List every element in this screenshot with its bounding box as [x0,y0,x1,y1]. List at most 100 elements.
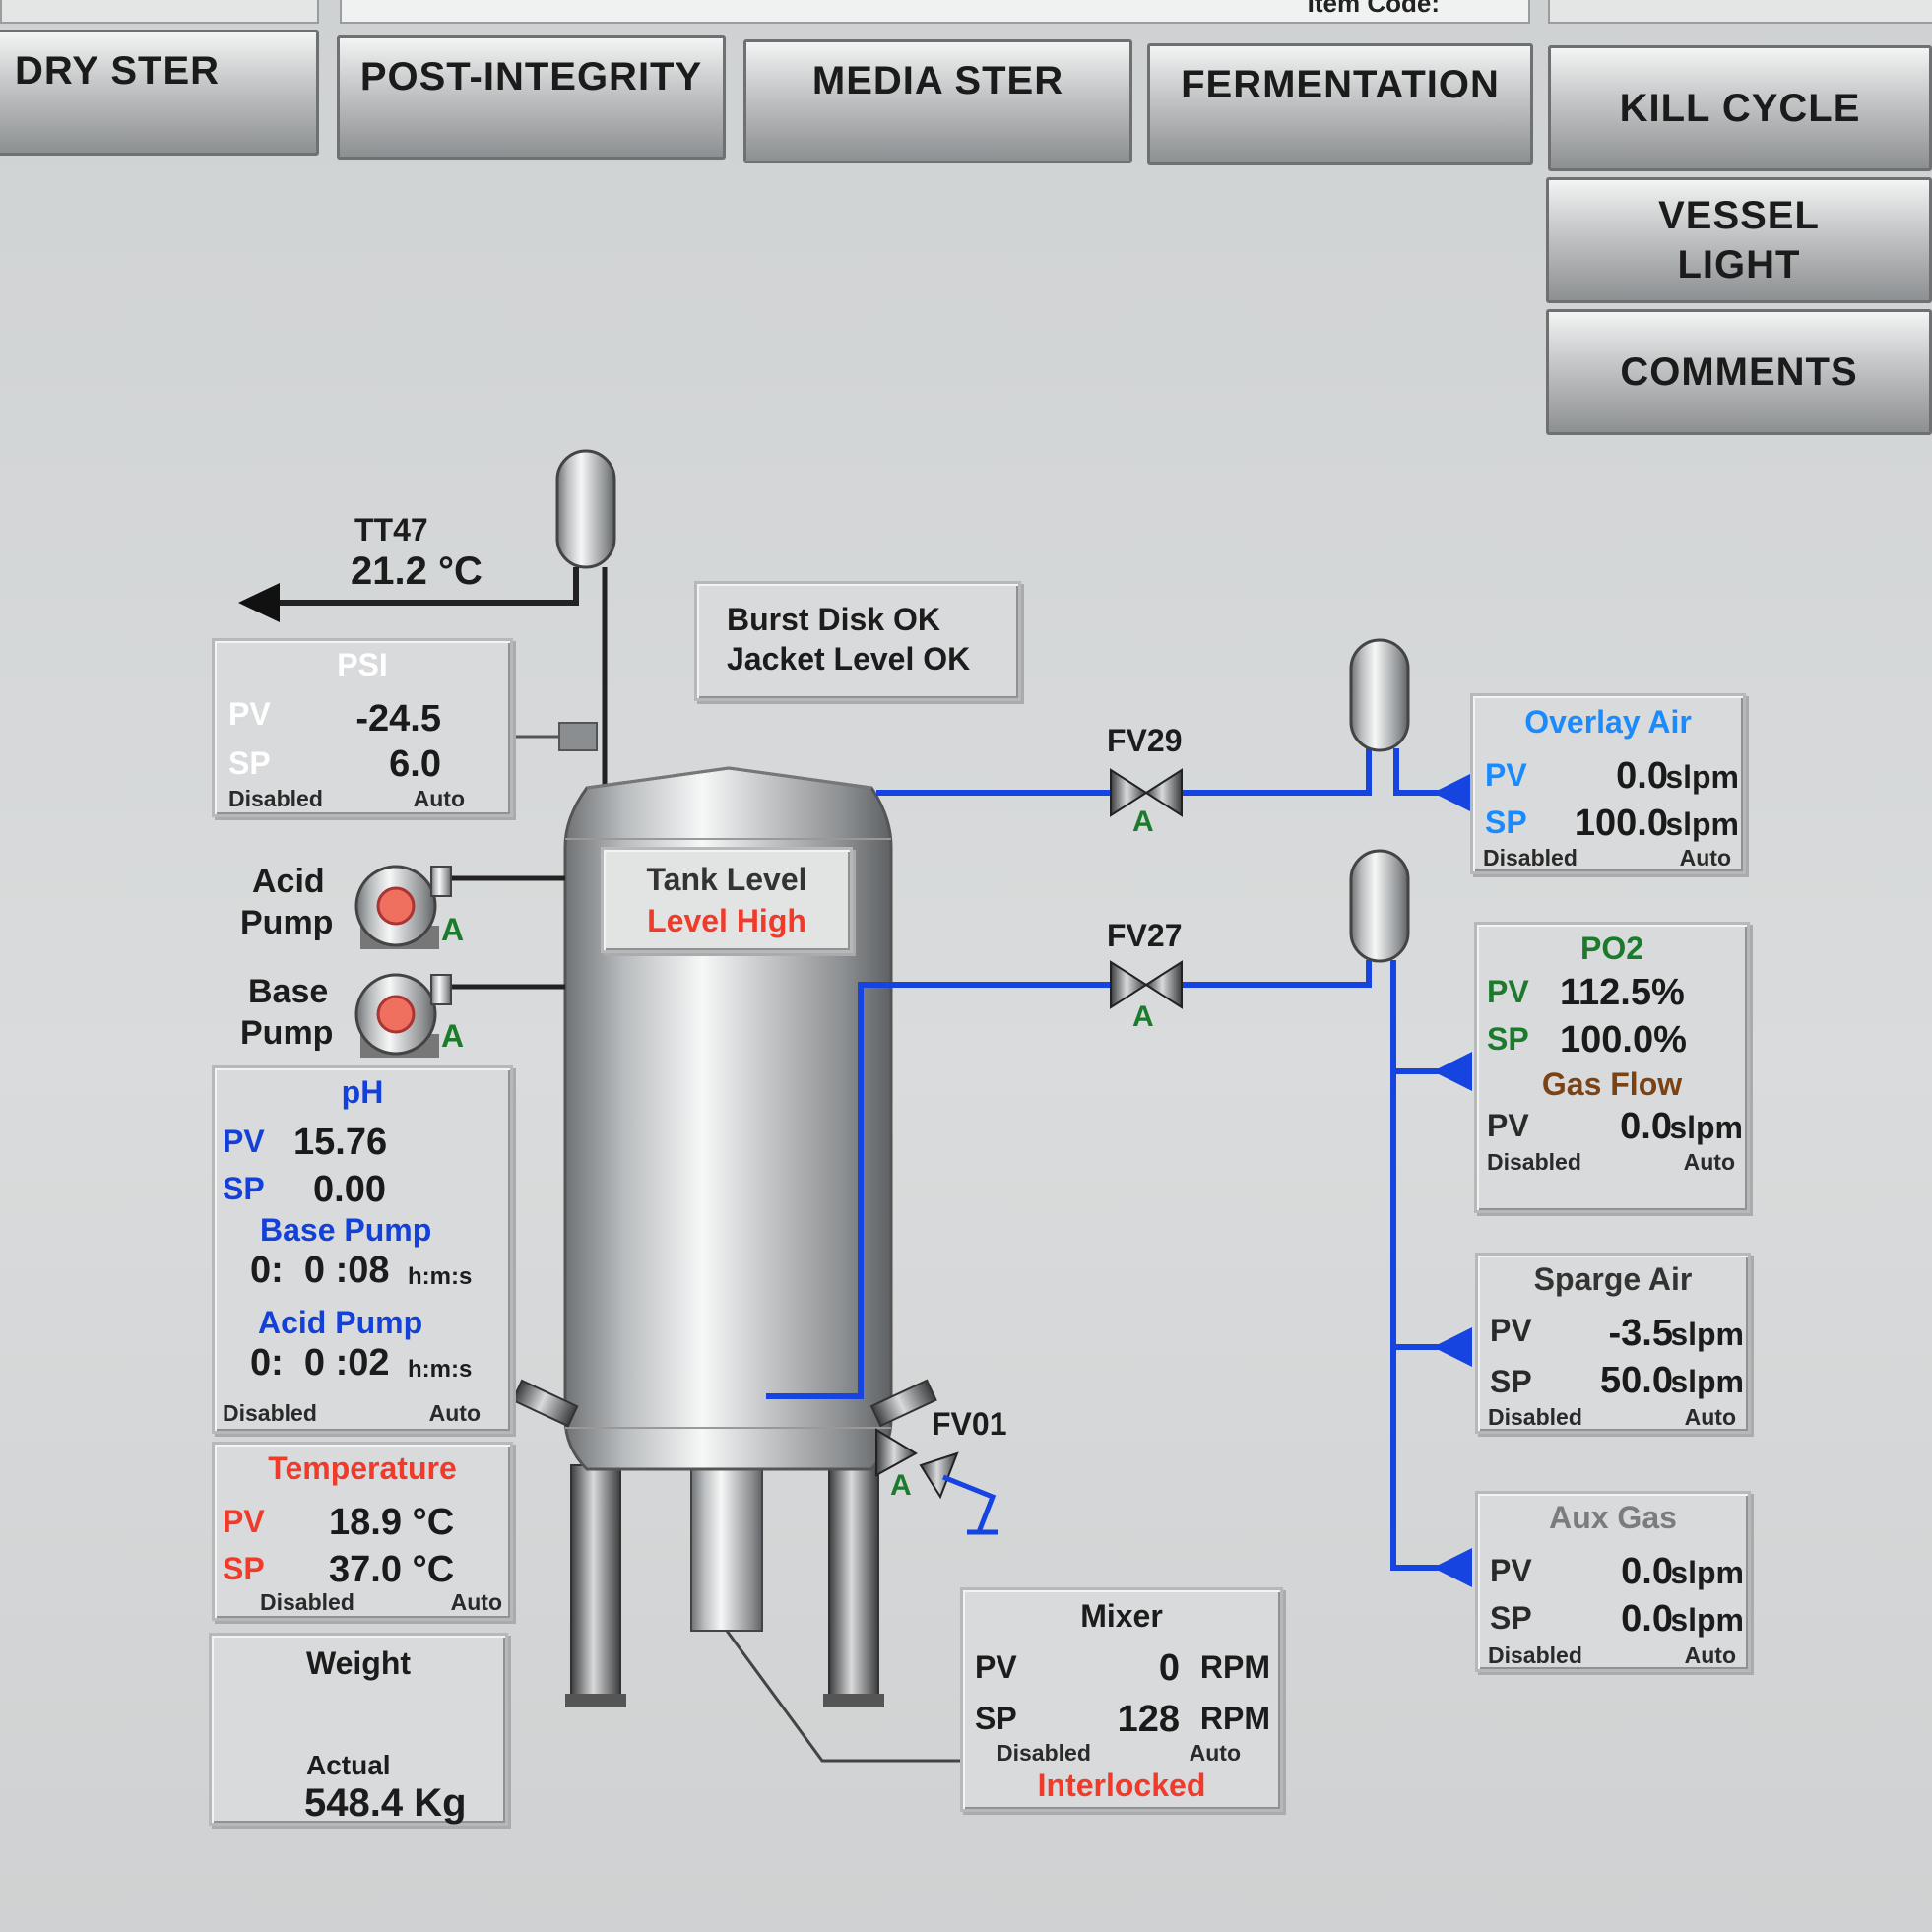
psi-auto: Auto [413,786,465,811]
po2-pv-label: PV [1487,974,1529,1009]
fv27-valve-icon [1110,960,1183,1009]
ph-acid-time-unit: h:m:s [408,1356,473,1383]
po2-gas-flow-unit: slpm [1669,1110,1743,1145]
psi-pv-label: PV [228,696,271,732]
fv01-valve-icon [875,1428,998,1535]
ph-acid-pump-time: 0: 0 :02 [250,1342,390,1384]
comments-button[interactable]: COMMENTS [1546,309,1932,435]
temperature-pv-value: 18.9 °C [329,1502,455,1543]
aux-gas-auto: Auto [1684,1642,1736,1668]
overlay-air-auto: Auto [1679,845,1731,870]
sparge-air-pv-label: PV [1490,1313,1532,1348]
psi-sp-label: SP [228,745,271,781]
psi-panel[interactable]: PSI PV -24.5 SP 6.0 Disabled Auto [212,638,513,817]
aux-gas-pv-unit: slpm [1670,1555,1744,1590]
sparge-air-sp-value: 50.0 [1600,1360,1673,1401]
fv27-label: FV27 [1107,918,1183,953]
tank-level-box[interactable]: Tank Level Level High [601,847,853,953]
overlay-air-sp-value: 100.0 [1574,803,1668,844]
media-ster-button[interactable]: MEDIA STER [743,39,1132,163]
psi-sp-value: 6.0 [389,743,441,785]
sparge-filter [1349,849,1410,963]
sparge-air-title: Sparge Air [1533,1261,1693,1297]
item-code-strip: Item Code: [340,0,1530,24]
ph-disabled: Disabled [223,1400,317,1426]
acid-pump-icon [354,865,452,949]
psi-pv-value: -24.5 [355,698,441,740]
tt47-value: 21.2 °C [351,549,483,593]
mixer-sp-unit: RPM [1199,1701,1270,1736]
sparge-air-auto: Auto [1684,1404,1736,1430]
weight-title: Weight [305,1645,412,1681]
acid-pump-label-2: Pump [240,904,334,941]
mixer-sp-label: SP [975,1701,1017,1736]
temperature-pv-label: PV [223,1504,265,1539]
weight-actual-label: Actual [306,1750,391,1780]
overlay-air-pv-value: 0.0 [1616,755,1668,797]
po2-auto: Auto [1683,1149,1735,1175]
post-integrity-label: POST-INTEGRITY [359,55,703,98]
tank-level-status: Level High [647,903,806,938]
acid-pump-mode: A [441,912,465,947]
ph-panel[interactable]: pH PV 15.76 SP 0.00 Base Pump 0: 0 :08 h… [212,1065,513,1434]
fv27-mode: A [1132,1000,1154,1033]
kill-cycle-label: KILL CYCLE [1619,87,1861,130]
temperature-title: Temperature [268,1450,457,1486]
po2-gas-flow-pv-label: PV [1487,1108,1529,1143]
mixer-panel[interactable]: Mixer PV 0 RPM SP 128 RPM Disabled Auto … [960,1587,1283,1812]
sparge-air-disabled: Disabled [1488,1404,1582,1430]
ph-base-pump-time: 0: 0 :08 [250,1250,390,1291]
temperature-sp-label: SP [223,1551,265,1586]
post-integrity-button[interactable]: POST-INTEGRITY [337,35,726,160]
sparge-air-panel[interactable]: Sparge Air PV -3.5 slpm SP 50.0 slpm Dis… [1475,1253,1751,1434]
temperature-panel[interactable]: Temperature PV 18.9 °C SP 37.0 °C Disabl… [212,1442,513,1621]
ph-sp-label: SP [223,1171,265,1206]
base-pump-mode: A [441,1018,465,1054]
temperature-sp-value: 37.0 °C [329,1549,455,1590]
tank-level-title: Tank Level [646,862,807,897]
ph-base-pump-label: Base Pump [260,1212,432,1248]
po2-disabled: Disabled [1487,1149,1581,1175]
tt47-label: TT47 [354,512,428,547]
overlay-air-sp-unit: slpm [1665,806,1739,842]
sparge-air-pv-value: -3.5 [1608,1313,1673,1354]
status-box: Burst Disk OK Jacket Level OK [694,581,1021,701]
weight-panel[interactable]: Weight Actual 548.4 Kg [209,1633,508,1826]
po2-sp-value: 100.0% [1560,1019,1687,1061]
vent-filter [555,449,616,569]
overlay-air-pv-unit: slpm [1665,759,1739,795]
temperature-disabled: Disabled [260,1589,354,1615]
aux-gas-title: Aux Gas [1549,1500,1677,1535]
ph-pv-label: PV [223,1124,265,1159]
po2-pv-value: 112.5% [1560,972,1685,1013]
overlay-air-disabled: Disabled [1483,845,1578,870]
mixer-pv-label: PV [975,1649,1017,1685]
ph-title: pH [341,1074,384,1110]
base-pump-label-1: Base [248,973,329,1010]
fv29-valve-icon [1110,768,1183,817]
mixer-sp-value: 128 [1117,1699,1180,1740]
fermentation-label: FERMENTATION [1181,63,1500,106]
psi-disabled: Disabled [228,786,323,811]
fv01-mode: A [890,1469,912,1502]
po2-panel[interactable]: PO2 PV 112.5% SP 100.0% Gas Flow PV 0.0 … [1474,922,1750,1213]
base-pump-label-2: Pump [240,1014,334,1052]
po2-title: PO2 [1579,931,1644,966]
dry-ster-button[interactable]: DRY STER [0,30,319,156]
kill-cycle-button[interactable]: KILL CYCLE [1548,45,1932,171]
overlay-filter [1349,638,1410,752]
aux-gas-sp-label: SP [1490,1600,1532,1636]
fermentation-button[interactable]: FERMENTATION [1147,43,1533,165]
aux-gas-sp-unit: slpm [1670,1602,1744,1638]
overlay-air-panel[interactable]: Overlay Air PV 0.0 slpm SP 100.0 slpm Di… [1470,693,1746,874]
aux-gas-panel[interactable]: Aux Gas PV 0.0 slpm SP 0.0 slpm Disabled… [1475,1491,1751,1672]
mixer-disabled: Disabled [997,1740,1091,1766]
aux-gas-sp-value: 0.0 [1621,1598,1673,1640]
item-code-label: Item Code: [1307,0,1440,18]
mixer-interlocked-status: Interlocked [1037,1768,1206,1803]
base-pump-icon [354,973,452,1058]
temperature-auto: Auto [450,1589,502,1615]
ph-sp-value: 0.00 [313,1169,386,1210]
vessel-light-button[interactable]: VESSEL LIGHT [1546,177,1932,303]
